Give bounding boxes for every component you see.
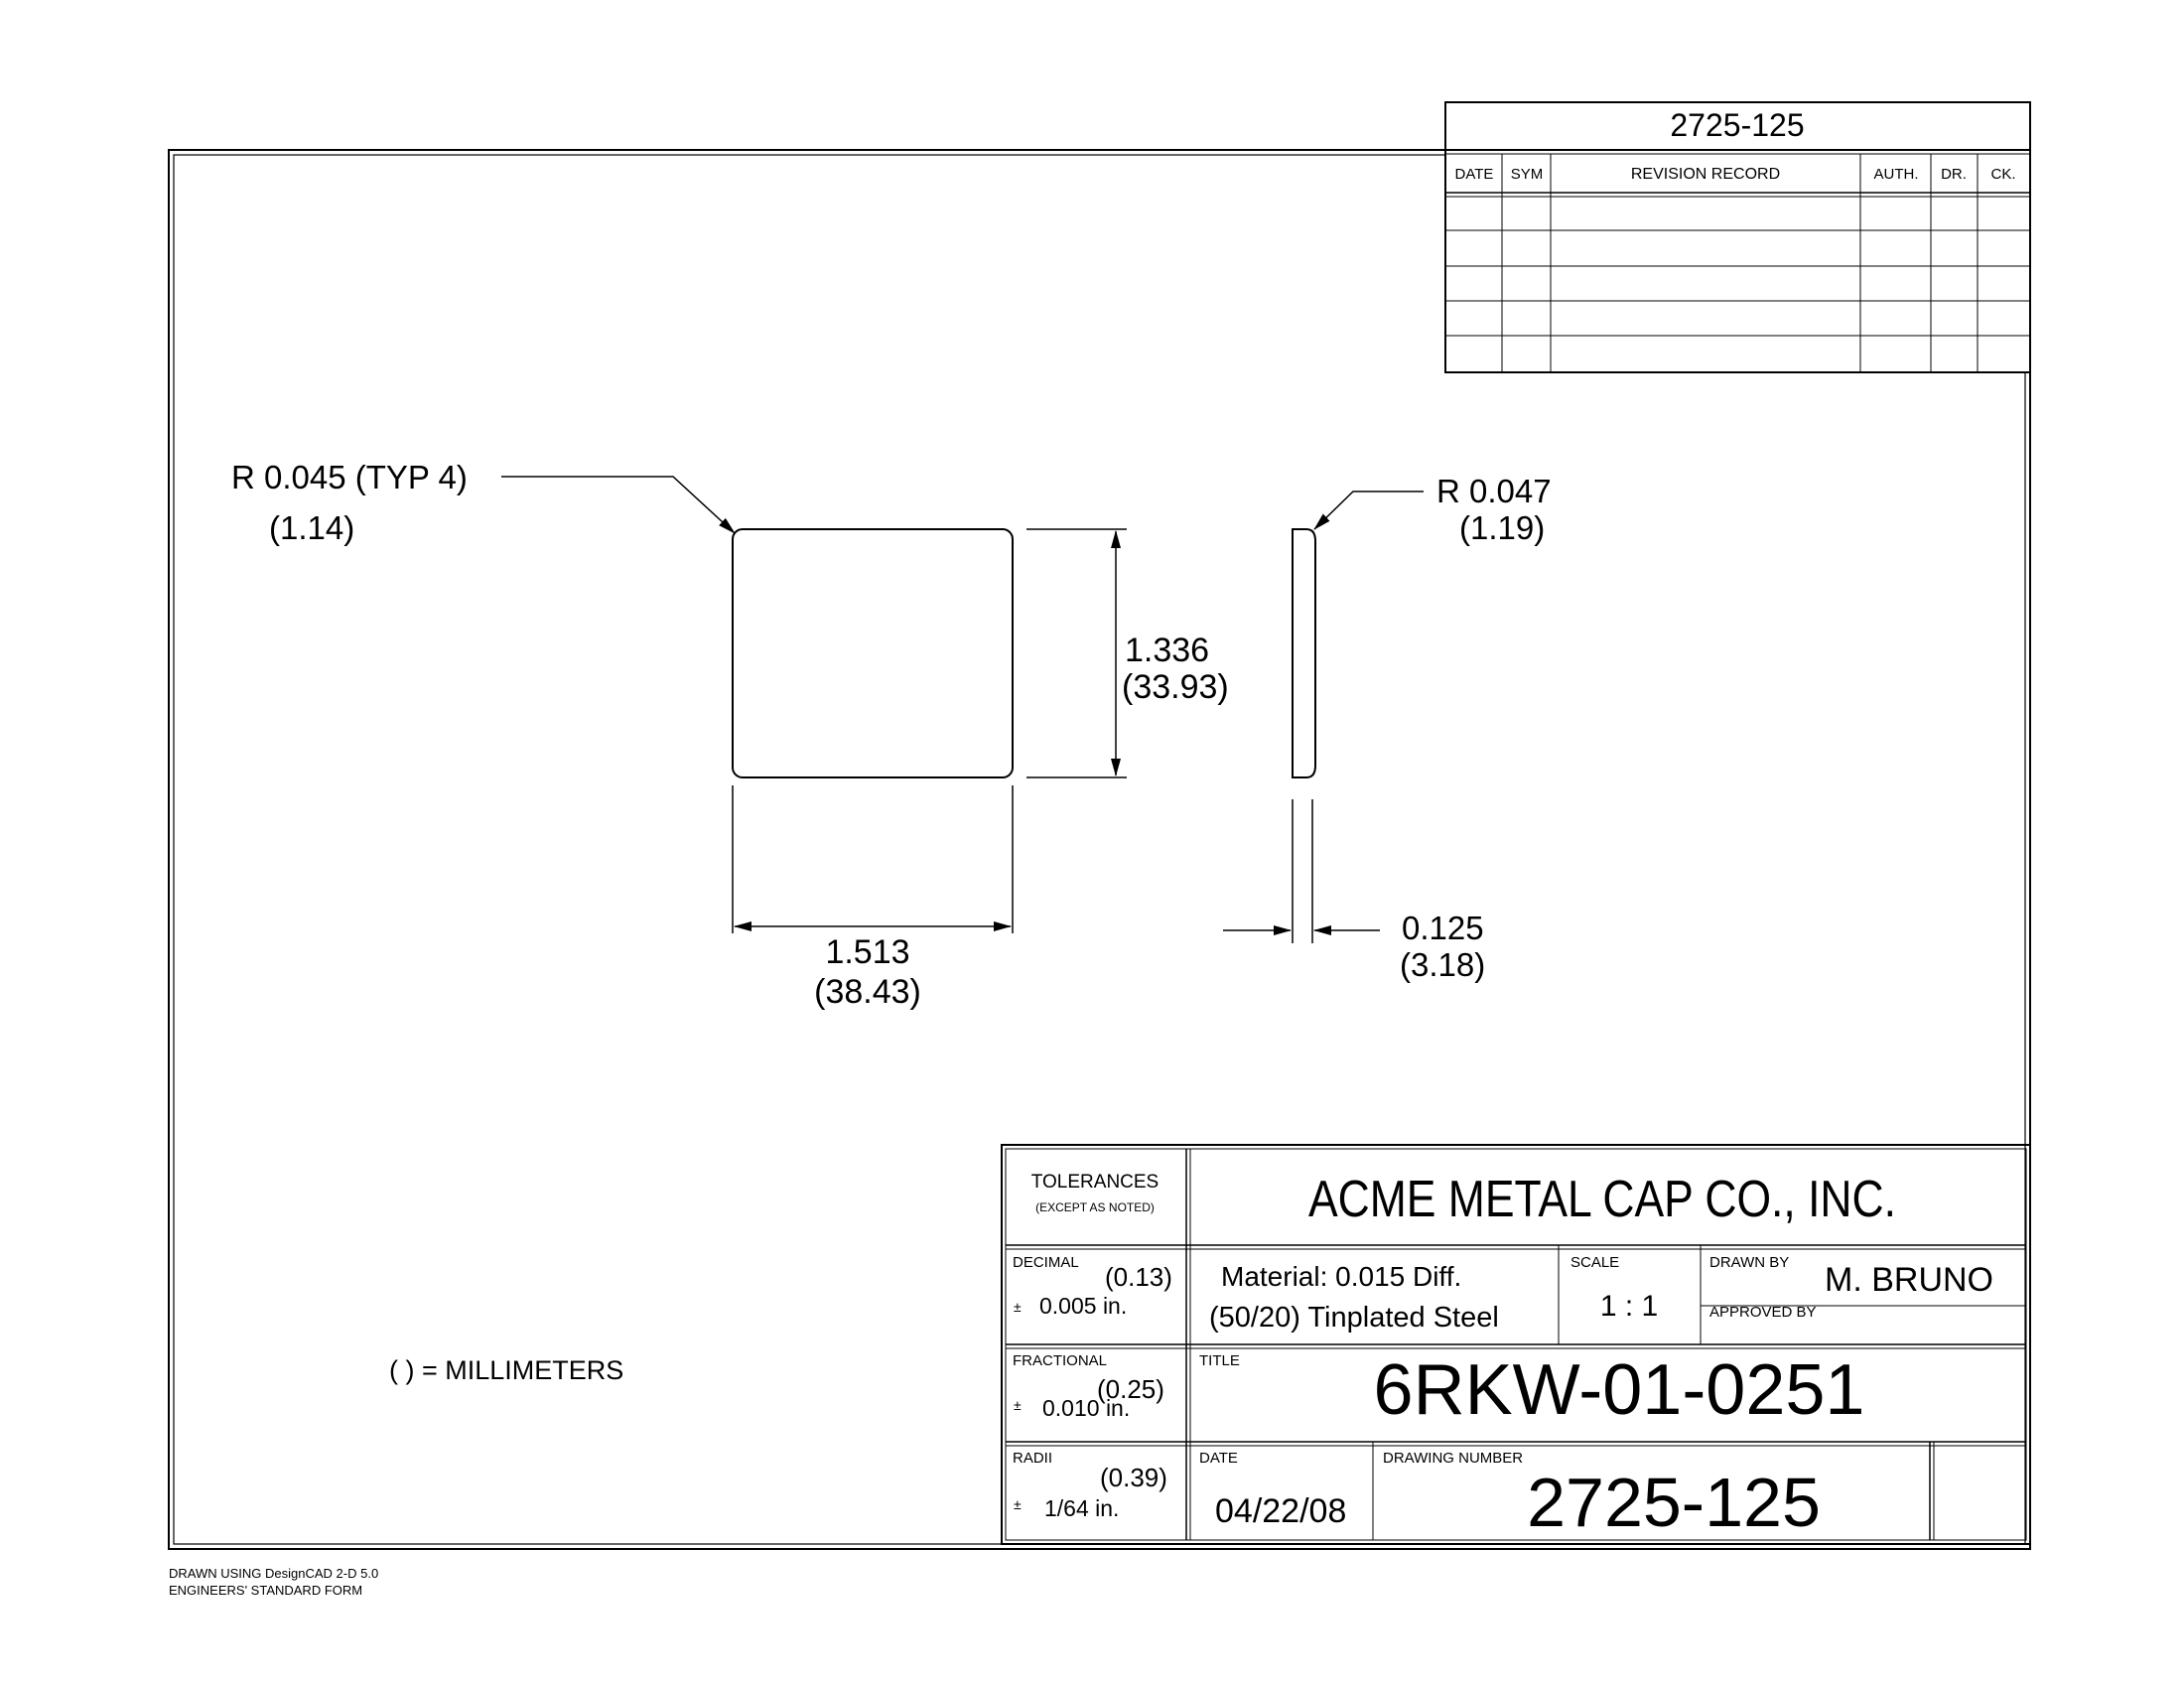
- rev-header-date: DATE: [1455, 166, 1494, 183]
- corner-radius-leader: [501, 476, 736, 534]
- fractional-in: 0.010 in.: [1042, 1395, 1130, 1421]
- drawing-number-label: DRAWING NUMBER: [1383, 1450, 1523, 1467]
- width-in: 1.513: [825, 933, 909, 971]
- decimal-label: DECIMAL: [1013, 1254, 1079, 1271]
- tolerances-label: TOLERANCES: [1031, 1172, 1159, 1193]
- units-note: ( ) = MILLIMETERS: [389, 1355, 623, 1385]
- side-view-outline: [1292, 528, 1316, 778]
- thickness-in: 0.125: [1402, 910, 1484, 946]
- fractional-label: FRACTIONAL: [1013, 1352, 1107, 1369]
- tolerances-sub: (EXCEPT AS NOTED): [1035, 1200, 1155, 1214]
- thickness-mm: (3.18): [1400, 946, 1485, 983]
- approved-by-label: APPROVED BY: [1709, 1304, 1817, 1321]
- company-name: ACME METAL CAP CO., INC.: [1308, 1171, 1896, 1228]
- rev-header-auth: AUTH.: [1874, 166, 1919, 183]
- title-value: 6RKW-01-0251: [1374, 1350, 1865, 1430]
- radii-mm: (0.39): [1100, 1463, 1167, 1492]
- date-label: DATE: [1199, 1450, 1238, 1467]
- title-block: TOLERANCES (EXCEPT AS NOTED) ACME METAL …: [1001, 1144, 2031, 1545]
- radii-pm: ±: [1014, 1496, 1022, 1512]
- material-line2: (50/20) Tinplated Steel: [1209, 1302, 1499, 1334]
- height-in: 1.336: [1125, 632, 1209, 669]
- side-view: R 0.047 (1.19) 0.125 (3.18): [1223, 473, 1552, 983]
- corner-radius-mm: (1.14): [269, 509, 354, 546]
- decimal-mm: (0.13): [1105, 1262, 1172, 1292]
- radii-label: RADII: [1013, 1450, 1052, 1467]
- revision-block: 2725-125 DATE SYM REVISION RECORD AUTH. …: [1444, 101, 2031, 373]
- drawn-by-label: DRAWN BY: [1709, 1254, 1789, 1271]
- fractional-mm: (0.25): [1097, 1374, 1164, 1404]
- rev-header-ck: CK.: [1990, 166, 2015, 183]
- edge-radius-in: R 0.047: [1436, 473, 1552, 509]
- front-view: R 0.045 (TYP 4) (1.14) 1.336 (33.93) 1.5…: [231, 459, 1229, 1011]
- drawing-number-value: 2725-125: [1527, 1464, 1821, 1541]
- revision-number: 2725-125: [1670, 107, 1804, 143]
- fractional-pm: ±: [1014, 1397, 1022, 1413]
- scale-label: SCALE: [1570, 1254, 1619, 1271]
- decimal-in: 0.005 in.: [1039, 1293, 1127, 1319]
- title-label: TITLE: [1199, 1352, 1240, 1369]
- material-line1: Material: 0.015 Diff.: [1221, 1261, 1461, 1292]
- drawn-by-value: M. BRUNO: [1825, 1261, 1993, 1299]
- corner-radius-in: R 0.045 (TYP 4): [231, 459, 468, 495]
- date-value: 04/22/08: [1215, 1492, 1346, 1530]
- rev-header-dr: DR.: [1941, 166, 1967, 183]
- width-mm: (38.43): [814, 973, 921, 1011]
- rev-header-record: REVISION RECORD: [1631, 166, 1780, 183]
- height-mm: (33.93): [1122, 668, 1229, 706]
- edge-radius-leader: [1313, 491, 1424, 530]
- decimal-pm: ±: [1014, 1299, 1022, 1315]
- footer-line1: DRAWN USING DesignCAD 2-D 5.0: [169, 1566, 378, 1581]
- rev-header-sym: SYM: [1511, 166, 1544, 183]
- front-view-outline: [732, 528, 1014, 778]
- edge-radius-mm: (1.19): [1459, 509, 1545, 546]
- radii-in: 1/64 in.: [1044, 1495, 1119, 1521]
- footer-line2: ENGINEERS' STANDARD FORM: [169, 1583, 362, 1598]
- scale-value: 1 : 1: [1600, 1290, 1658, 1323]
